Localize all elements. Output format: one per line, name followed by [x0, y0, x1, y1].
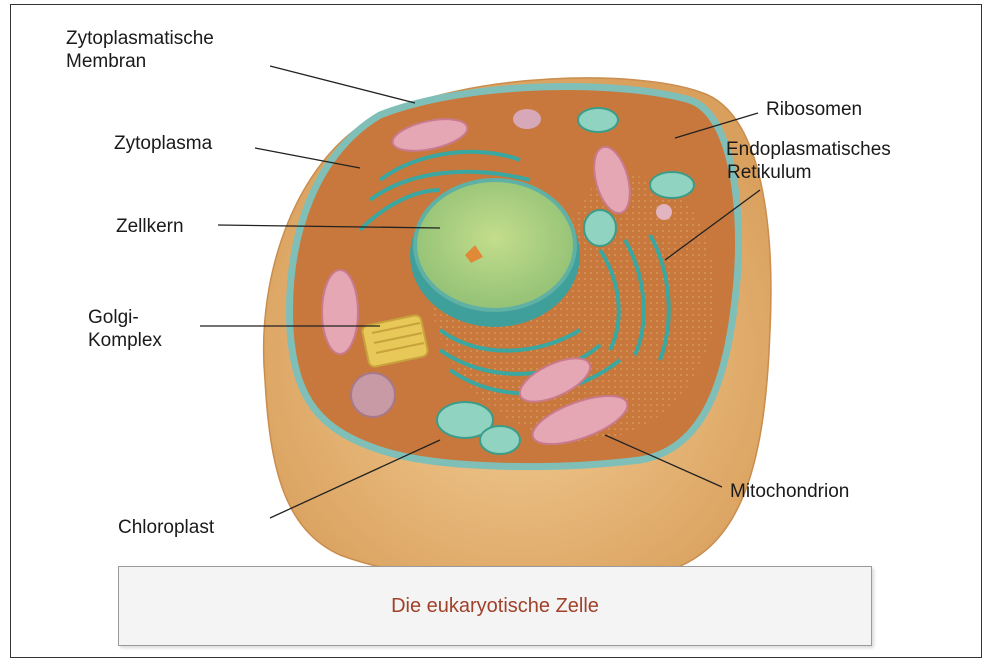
caption-text: Die eukaryotische Zelle — [391, 595, 599, 618]
label-nucleus: Zellkern — [116, 215, 184, 238]
label-er-line2: Retikulum — [726, 161, 891, 184]
label-cytoplasmic-membrane: Zytoplasmatische Membran — [66, 27, 214, 73]
label-golgi-line1: Golgi- — [88, 306, 162, 329]
nucleus-shape — [410, 180, 580, 327]
label-chloroplast: Chloroplast — [118, 516, 214, 539]
label-golgi-complex: Golgi- Komplex — [88, 306, 162, 352]
label-er-line1: Endoplasmatisches — [726, 138, 891, 161]
vacuole-shape — [351, 373, 395, 417]
label-mitochondrion: Mitochondrion — [730, 480, 849, 503]
label-ribosomes: Ribosomen — [766, 98, 862, 121]
vesicle-shape — [513, 109, 541, 129]
label-cytoplasmic-membrane-line1: Zytoplasmatische — [66, 27, 214, 50]
label-endoplasmic-reticulum: Endoplasmatisches Retikulum — [726, 138, 891, 184]
caption-box: Die eukaryotische Zelle — [118, 566, 872, 646]
ribosome-dot — [656, 204, 672, 220]
label-cytoplasmic-membrane-line2: Membran — [66, 50, 214, 73]
label-golgi-line2: Komplex — [88, 329, 162, 352]
label-cytoplasm: Zytoplasma — [114, 132, 212, 155]
